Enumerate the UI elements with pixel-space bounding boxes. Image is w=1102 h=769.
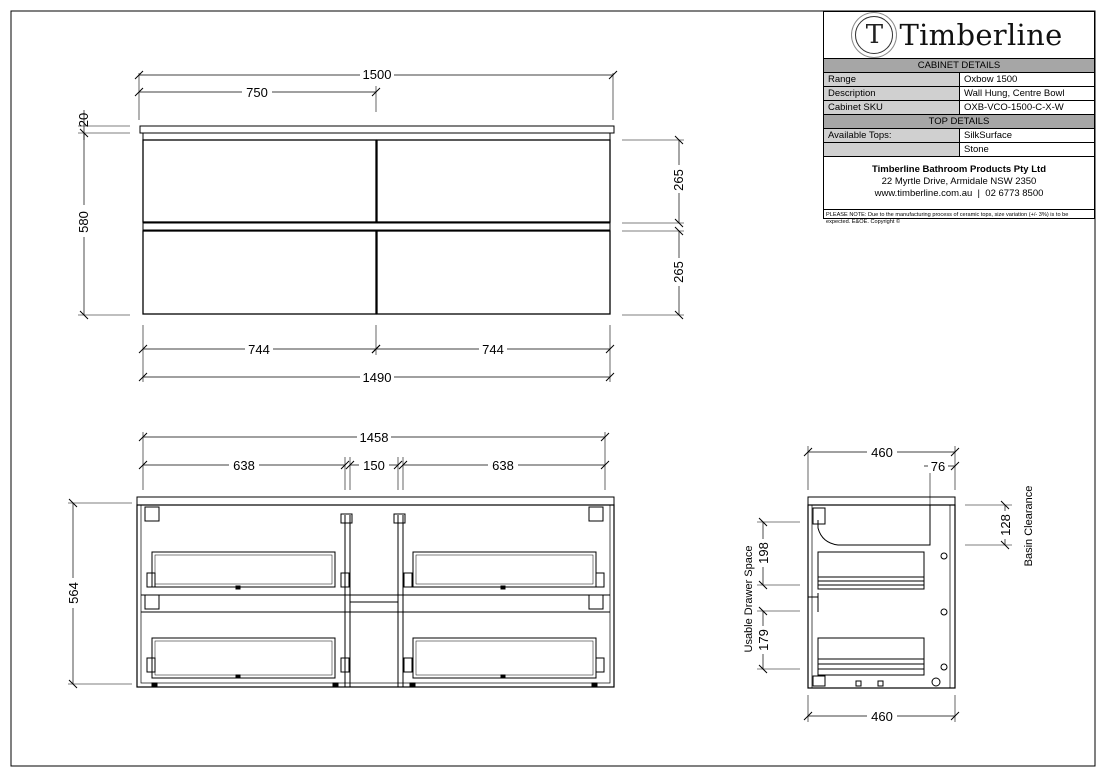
dim-side-offset: 76 [931, 459, 945, 474]
company-address: 22 Myrtle Drive, Armidale NSW 2350 [881, 176, 1037, 187]
detail-row-sku: Cabinet SKU OXB-VCO-1500-C-X-W [824, 101, 1094, 115]
detail-label [824, 143, 960, 156]
dim-internal-centre-width: 150 [363, 458, 385, 473]
detail-row-stone: Stone [824, 143, 1094, 157]
drawer-lower-left [142, 230, 377, 315]
vanity-top [139, 125, 615, 134]
side-dimension-labels: 460 76 128 Basin Clearance 198 179 Usabl… [743, 445, 1035, 724]
dim-cabinet-width: 1490 [363, 370, 392, 385]
dim-internal-left-width: 638 [233, 458, 255, 473]
logo-mark: T [855, 16, 894, 54]
label-usable-drawer-space: Usable Drawer Space [743, 546, 755, 653]
brand-logo: T Timberline [824, 12, 1094, 59]
company-info: Timberline Bathroom Products Pty Ltd 22 … [824, 157, 1094, 210]
drawer-lower-right [376, 230, 611, 315]
internal-view [68, 432, 615, 689]
detail-row-range: Range Oxbow 1500 [824, 73, 1094, 87]
title-block: T Timberline CABINET DETAILS Range Oxbow… [823, 11, 1095, 225]
dim-internal-overall-width: 1458 [360, 430, 389, 445]
company-contact: www.timberline.com.au | 02 6773 8500 [874, 188, 1044, 199]
dim-lower-drawer-space: 179 [756, 629, 771, 651]
dim-upper-drawer-space: 198 [756, 542, 771, 564]
dim-internal-height: 564 [66, 582, 81, 604]
detail-label: Available Tops: [824, 129, 960, 142]
dim-side-depth-top: 460 [871, 445, 893, 460]
dim-half-width: 750 [246, 85, 268, 100]
dim-cabinet-height: 580 [76, 211, 91, 233]
detail-row-description: Description Wall Hung, Centre Bowl [824, 87, 1094, 101]
top-details-heading: TOP DETAILS [824, 115, 1094, 129]
internal-dimension-labels: 1458 638 150 638 564 [65, 430, 518, 608]
disclaimer-note: PLEASE NOTE: Due to the manufacturing pr… [826, 212, 1069, 225]
company-name: Timberline Bathroom Products Pty Ltd [871, 164, 1046, 175]
detail-value: Oxbow 1500 [964, 74, 1018, 85]
dim-side-depth-bottom: 460 [871, 709, 893, 724]
dim-top-thickness: 20 [76, 113, 91, 127]
detail-label: Range [824, 73, 960, 86]
detail-value: Wall Hung, Centre Bowl [964, 88, 1065, 99]
detail-value: Stone [964, 144, 989, 155]
drawer-upper-left [142, 139, 377, 223]
dim-basin-clearance: 128 [998, 514, 1013, 536]
dim-overall-width: 1500 [363, 67, 392, 82]
dim-drawer-height-lower: 265 [671, 261, 686, 283]
cabinet-details-heading: CABINET DETAILS [824, 59, 1094, 73]
detail-value: SilkSurface [964, 130, 1013, 141]
label-basin-clearance: Basin Clearance [1023, 486, 1035, 567]
drawer-upper-right [376, 139, 611, 223]
dim-drawer-height-upper: 265 [671, 169, 686, 191]
front-dimension-labels: 1500 750 20 580 265 265 744 744 1490 [76, 67, 687, 385]
front-elevation [78, 70, 684, 382]
dim-drawer-width-left: 744 [248, 342, 270, 357]
brand-name: Timberline [899, 18, 1063, 52]
detail-value: OXB-VCO-1500-C-X-W [964, 102, 1064, 113]
dim-drawer-width-right: 744 [482, 342, 504, 357]
detail-label: Description [824, 87, 960, 100]
detail-row-available-tops: Available Tops: SilkSurface [824, 129, 1094, 143]
side-section [757, 446, 1012, 722]
sheet-border [10, 10, 1096, 767]
detail-label: Cabinet SKU [824, 101, 960, 114]
dim-internal-right-width: 638 [492, 458, 514, 473]
